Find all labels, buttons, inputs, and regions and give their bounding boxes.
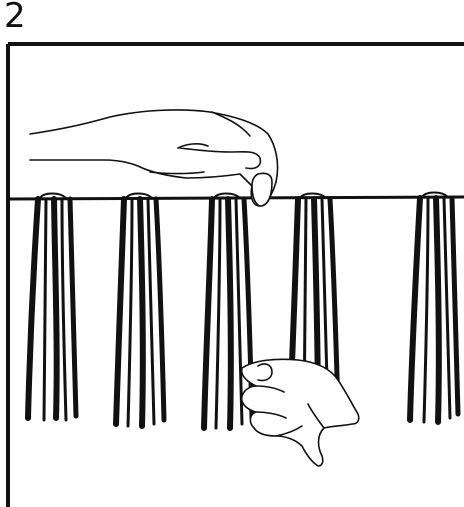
left-hand-icon [30, 110, 278, 206]
fringe-bundle-1 [28, 194, 76, 421]
illustration-frame [8, 44, 464, 507]
fringe-bundle-5 [410, 193, 458, 423]
fringe-bundle-2 [116, 194, 164, 427]
right-hand-icon [242, 359, 359, 466]
